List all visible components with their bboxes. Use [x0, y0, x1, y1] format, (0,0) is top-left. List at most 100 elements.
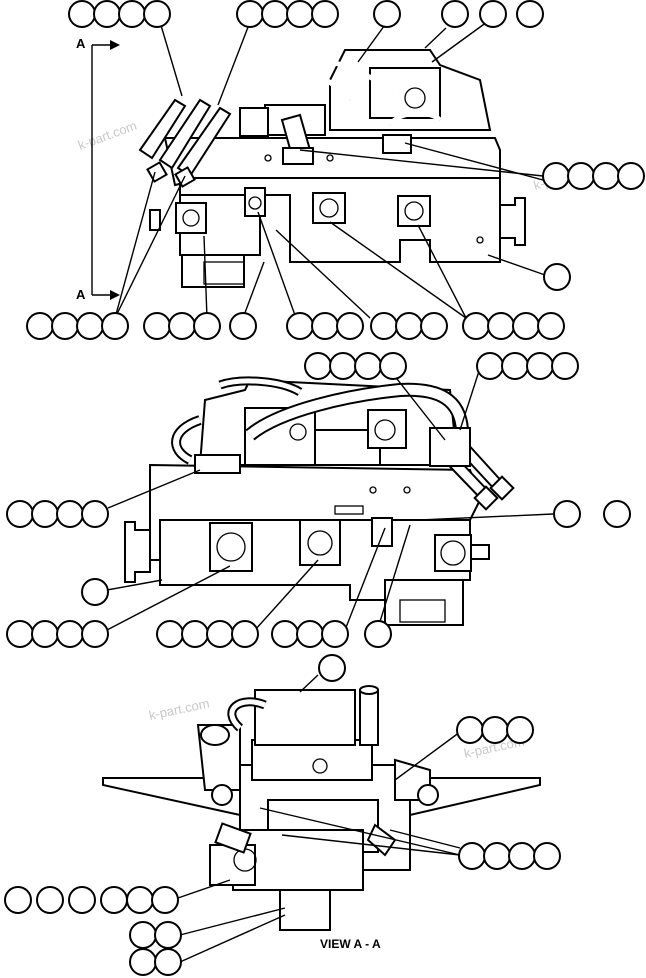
callout-circle[interactable]: [229, 312, 257, 340]
callout-circle[interactable]: [395, 312, 423, 340]
callout-circle[interactable]: [129, 948, 157, 976]
callout-circle[interactable]: [512, 312, 540, 340]
callout-circle[interactable]: [311, 0, 339, 28]
callout-group[interactable]: [6, 620, 109, 648]
callout-circle[interactable]: [93, 0, 121, 28]
callout-group[interactable]: [6, 500, 109, 528]
callout-group[interactable]: [441, 0, 544, 28]
callout-circle[interactable]: [31, 500, 59, 528]
callout-circle[interactable]: [126, 886, 154, 914]
callout-circle[interactable]: [542, 162, 570, 190]
callout-group[interactable]: [236, 0, 339, 28]
callout-circle[interactable]: [4, 886, 32, 914]
callout-circle[interactable]: [271, 620, 299, 648]
callout-circle[interactable]: [31, 620, 59, 648]
callout-circle[interactable]: [462, 312, 490, 340]
callout-circle[interactable]: [118, 0, 146, 28]
callout-group[interactable]: [81, 578, 109, 606]
callout-circle[interactable]: [76, 312, 104, 340]
callout-circle[interactable]: [592, 162, 620, 190]
callout-circle[interactable]: [68, 0, 96, 28]
callout-circle[interactable]: [151, 886, 179, 914]
callout-circle[interactable]: [364, 620, 392, 648]
callout-circle[interactable]: [51, 312, 79, 340]
callout-circle[interactable]: [156, 620, 184, 648]
callout-circle[interactable]: [551, 352, 579, 380]
callout-circle[interactable]: [36, 886, 64, 914]
callout-circle[interactable]: [168, 312, 196, 340]
callout-group[interactable]: [229, 312, 257, 340]
callout-circle[interactable]: [336, 312, 364, 340]
callout-circle[interactable]: [329, 352, 357, 380]
callout-circle[interactable]: [261, 0, 289, 28]
callout-circle[interactable]: [441, 0, 469, 28]
callout-group[interactable]: [462, 312, 565, 340]
callout-circle[interactable]: [501, 352, 529, 380]
callout-circle[interactable]: [379, 352, 407, 380]
callout-circle[interactable]: [143, 312, 171, 340]
callout-circle[interactable]: [458, 842, 486, 870]
callout-group[interactable]: [271, 620, 349, 648]
callout-group[interactable]: [373, 0, 401, 28]
callout-circle[interactable]: [321, 620, 349, 648]
callout-circle[interactable]: [154, 948, 182, 976]
callout-circle[interactable]: [236, 0, 264, 28]
callout-circle[interactable]: [6, 500, 34, 528]
callout-circle[interactable]: [81, 578, 109, 606]
callout-circle[interactable]: [231, 620, 259, 648]
callout-circle[interactable]: [318, 654, 346, 682]
callout-circle[interactable]: [129, 921, 157, 949]
callout-group[interactable]: [143, 312, 221, 340]
callout-group[interactable]: [304, 352, 407, 380]
callout-circle[interactable]: [370, 312, 398, 340]
callout-circle[interactable]: [533, 842, 561, 870]
callout-circle[interactable]: [537, 312, 565, 340]
callout-circle[interactable]: [206, 620, 234, 648]
callout-circle[interactable]: [56, 620, 84, 648]
callout-circle[interactable]: [526, 352, 554, 380]
callout-circle[interactable]: [286, 312, 314, 340]
callout-group[interactable]: [542, 162, 645, 190]
callout-circle[interactable]: [100, 886, 128, 914]
callout-circle[interactable]: [567, 162, 595, 190]
callout-circle[interactable]: [296, 620, 324, 648]
callout-circle[interactable]: [516, 0, 544, 28]
callout-circle[interactable]: [193, 312, 221, 340]
callout-circle[interactable]: [181, 620, 209, 648]
callout-group[interactable]: [318, 654, 346, 682]
callout-circle[interactable]: [487, 312, 515, 340]
callout-circle[interactable]: [508, 842, 536, 870]
callout-circle[interactable]: [373, 0, 401, 28]
callout-circle[interactable]: [476, 352, 504, 380]
callout-circle[interactable]: [304, 352, 332, 380]
callout-group[interactable]: [553, 500, 631, 528]
callout-circle[interactable]: [81, 620, 109, 648]
callout-group[interactable]: [286, 312, 364, 340]
callout-circle[interactable]: [420, 312, 448, 340]
callout-circle[interactable]: [617, 162, 645, 190]
callout-group[interactable]: [129, 921, 182, 949]
callout-circle[interactable]: [354, 352, 382, 380]
callout-group[interactable]: [456, 716, 534, 744]
callout-circle[interactable]: [68, 886, 96, 914]
callout-group[interactable]: [156, 620, 259, 648]
callout-group[interactable]: [4, 886, 179, 914]
callout-circle[interactable]: [603, 500, 631, 528]
callout-circle[interactable]: [456, 716, 484, 744]
callout-group[interactable]: [364, 620, 392, 648]
callout-circle[interactable]: [56, 500, 84, 528]
callout-circle[interactable]: [154, 921, 182, 949]
callout-circle[interactable]: [26, 312, 54, 340]
callout-circle[interactable]: [543, 263, 571, 291]
callout-circle[interactable]: [479, 0, 507, 28]
callout-group[interactable]: [458, 842, 561, 870]
callout-group[interactable]: [543, 263, 571, 291]
callout-group[interactable]: [68, 0, 171, 28]
callout-circle[interactable]: [6, 620, 34, 648]
callout-circle[interactable]: [81, 500, 109, 528]
callout-circle[interactable]: [143, 0, 171, 28]
callout-group[interactable]: [129, 948, 182, 976]
callout-circle[interactable]: [101, 312, 129, 340]
callout-circle[interactable]: [483, 842, 511, 870]
callout-circle[interactable]: [311, 312, 339, 340]
